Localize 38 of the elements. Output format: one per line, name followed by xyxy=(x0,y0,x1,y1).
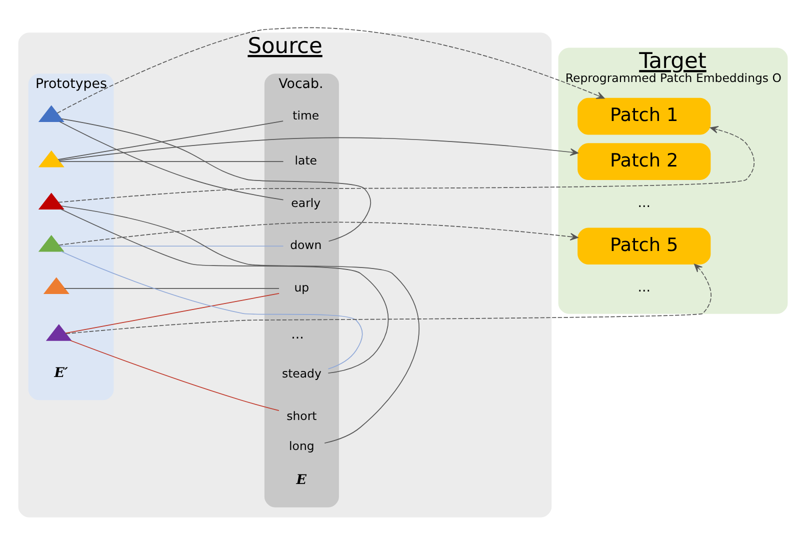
node-text: steady xyxy=(282,366,322,381)
connector xyxy=(60,206,420,444)
label: ... xyxy=(638,196,650,212)
connector xyxy=(58,120,284,160)
node-triangle xyxy=(38,192,64,210)
connector xyxy=(70,340,280,411)
connector xyxy=(59,121,284,200)
node-text: long xyxy=(289,439,314,454)
connector xyxy=(59,161,284,162)
node-text: down xyxy=(290,238,322,252)
arrow xyxy=(66,264,712,334)
label: ... xyxy=(638,280,650,296)
node-box: Patch 2 xyxy=(578,143,711,180)
connector xyxy=(60,208,389,374)
node-label: E′ xyxy=(54,364,68,381)
node-text: up xyxy=(294,280,310,294)
label: ... xyxy=(291,327,304,342)
node-triangle xyxy=(43,277,70,294)
arrow xyxy=(58,222,578,246)
node-text: late xyxy=(294,154,318,168)
node-text: early xyxy=(291,196,321,210)
connector xyxy=(60,250,363,370)
node-label: E xyxy=(296,472,306,488)
node-box: Patch 1 xyxy=(578,98,711,135)
arrow xyxy=(58,137,578,161)
arrow xyxy=(58,126,755,203)
connector xyxy=(65,293,280,334)
node-text: time xyxy=(292,108,320,122)
arrow xyxy=(56,27,605,114)
node-triangle xyxy=(38,105,64,122)
node-triangle xyxy=(38,234,64,252)
connector xyxy=(59,246,284,247)
connector xyxy=(61,118,372,242)
node-box: Patch 5 xyxy=(578,228,711,265)
connector xyxy=(64,288,280,289)
node-triangle xyxy=(38,150,64,168)
node-text: short xyxy=(286,409,317,424)
node-triangle xyxy=(46,324,72,341)
